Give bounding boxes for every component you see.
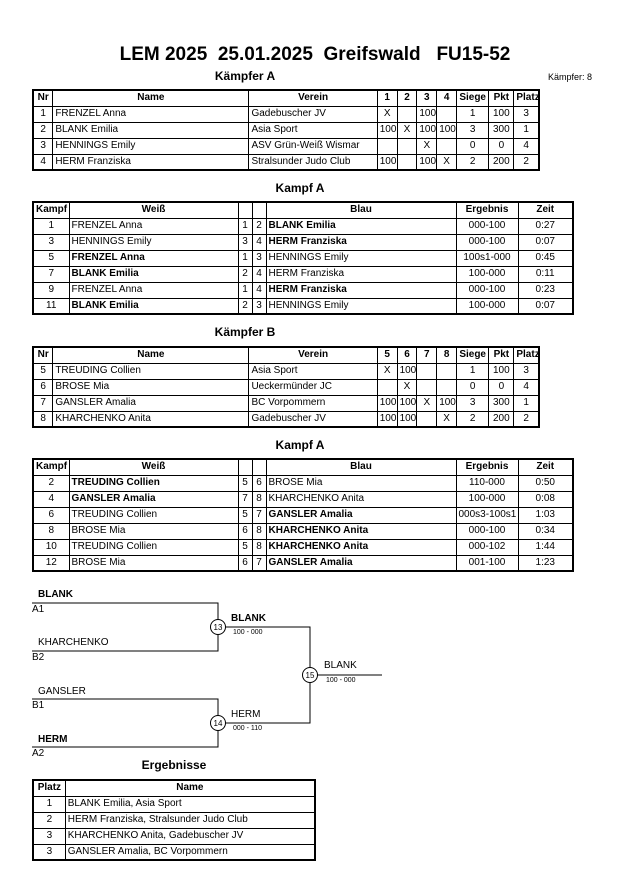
sf1-score: 100 - 000	[233, 629, 263, 636]
fights-b-header-row: Kampf Weiß Blau Ergebnis Zeit	[32, 458, 574, 476]
col-name: Name	[64, 779, 316, 797]
sf1-winner: BLANK	[231, 613, 266, 624]
placed-fighter-cell: HERM Franziska, Stralsunder Judo Club	[64, 811, 316, 829]
col-platz: Platz	[32, 779, 66, 797]
sf1-fight-circle	[210, 619, 226, 635]
fights-b-heading: Kampf A	[275, 438, 325, 452]
sf1-bottom-fighter: KHARCHENKO	[38, 637, 109, 648]
time-cell: 0:07	[517, 297, 574, 315]
final-score: 100 - 000	[326, 677, 356, 684]
place-cell: 1	[32, 795, 66, 813]
platz-cell: 2	[513, 410, 540, 428]
siege-cell: 2	[455, 153, 490, 171]
sf2-bottom-fighter: HERM	[38, 734, 68, 745]
sf1-fight-number: 13	[214, 623, 223, 632]
sf2-fight-circle	[210, 715, 226, 731]
fights-a-heading: Kampf A	[275, 181, 325, 195]
sf2-top-seed: B1	[32, 700, 45, 711]
sf2-fight-number: 14	[214, 719, 223, 728]
pool-a-heading: Kämpfer A	[214, 69, 276, 83]
score-cell: 100	[416, 153, 438, 171]
placed-fighter-cell: GANSLER Amalia, BC Vorpommern	[64, 843, 316, 861]
fights-a-header-row: Kampf Weiß Blau Ergebnis Zeit	[32, 201, 574, 219]
place-cell: 2	[32, 811, 66, 829]
pool-a-table: Nr Name Verein 1 2 3 4 Siege Pkt Platz 1…	[32, 89, 540, 171]
results-header-row: Platz Name	[32, 779, 316, 797]
fighter-count: Kämpfer: 8	[548, 72, 593, 82]
siege-cell: 3	[455, 121, 490, 139]
siege-cell: 2	[455, 410, 490, 428]
col-platz: Platz	[513, 89, 540, 107]
time-cell: 0:27	[517, 217, 574, 235]
sf2-top-fighter: GANSLER	[38, 686, 86, 697]
place-cell: 3	[32, 843, 66, 861]
blue-fighter-cell: GANSLER Amalia	[265, 554, 457, 572]
nr-cell: 8	[32, 410, 54, 428]
sf1-top-fighter: BLANK	[38, 589, 73, 600]
page-title: LEM 2025 25.01.2025 Greifswald FU15-52	[119, 44, 511, 65]
pool-b-table: Nr Name Verein 5 6 7 8 Siege Pkt Platz 5…	[32, 346, 540, 428]
final-winner: BLANK	[324, 660, 357, 671]
score-cell: X	[436, 153, 457, 171]
final-fight-circle	[302, 667, 318, 683]
time-cell: 1:23	[517, 554, 574, 572]
place-cell: 3	[32, 827, 66, 845]
placed-fighter-cell: KHARCHENKO Anita, Gadebuscher JV	[64, 827, 316, 845]
platz-cell: 2	[513, 153, 540, 171]
final-fight-number: 15	[306, 671, 315, 680]
verein-cell: Stralsunder Judo Club	[248, 153, 378, 171]
sf2-score: 000 - 110	[233, 725, 263, 732]
results-heading: Ergebnisse	[141, 758, 207, 772]
sf2-bottom-seed: A2	[32, 748, 45, 759]
pool-b-heading: Kämpfer B	[214, 325, 276, 339]
sf1-top-seed: A1	[32, 604, 45, 615]
placed-fighter-cell: BLANK Emilia, Asia Sport	[64, 795, 316, 813]
verein-cell: Gadebuscher JV	[248, 410, 378, 428]
sf2-winner: HERM	[231, 709, 261, 720]
sf1-bottom-seed: B2	[32, 652, 45, 663]
